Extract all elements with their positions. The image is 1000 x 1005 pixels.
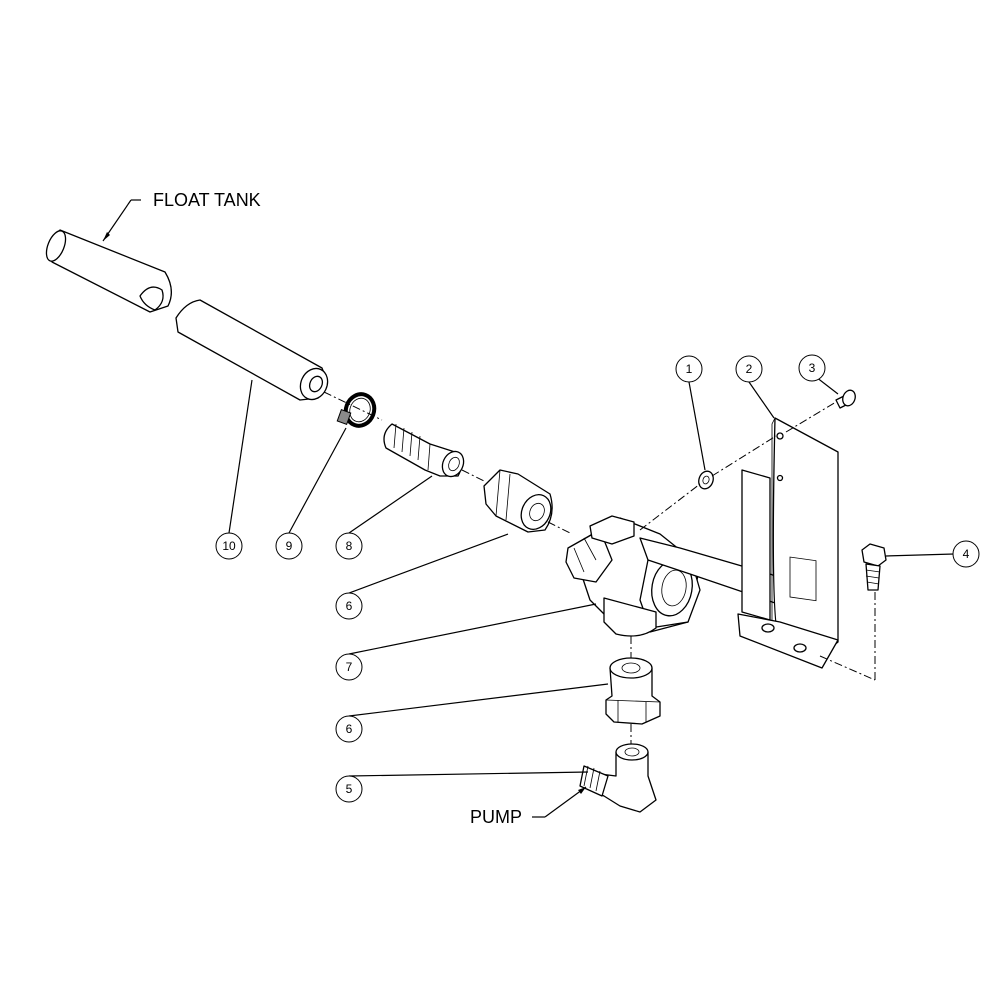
ball-valve-part-7 [565, 515, 805, 637]
balloon-1: 1 [675, 355, 703, 383]
screw-part-3 [835, 389, 856, 409]
float-tank-label: FLOAT TANK [153, 190, 261, 210]
balloon-3: 3 [798, 354, 826, 382]
center-lines [323, 391, 876, 744]
mounting-bracket-part-2 [737, 417, 839, 669]
balloon-10-number: 10 [222, 539, 236, 553]
balloon-6-upper: 6 [335, 592, 363, 620]
balloon-4-number: 4 [963, 547, 970, 561]
balloon-8-number: 8 [346, 539, 353, 553]
balloon-10: 10 [215, 532, 243, 560]
balloon-6-upper-number: 6 [346, 599, 353, 613]
bolt-part-4 [861, 543, 887, 591]
balloon-9: 9 [275, 532, 303, 560]
balloon-7-number: 7 [346, 660, 353, 674]
balloon-7: 7 [335, 653, 363, 681]
balloon-9-number: 9 [286, 539, 293, 553]
balloon-2-number: 2 [746, 362, 753, 376]
hose-part-10 [175, 299, 329, 401]
balloon-4: 4 [952, 540, 980, 568]
washer-part-1 [698, 470, 714, 490]
balloon-6-lower-number: 6 [346, 722, 353, 736]
balloon-3-number: 3 [809, 361, 816, 375]
balloon-2: 2 [735, 355, 763, 383]
hex-adapter-part-6-lower [605, 657, 661, 725]
hose-barb-part-8 [383, 423, 465, 478]
pump-label: PUMP [470, 807, 522, 827]
elbow-fitting-part-5 [579, 743, 657, 813]
balloon-5: 5 [335, 775, 363, 803]
float-tank-pipe [45, 229, 172, 313]
hex-adapter-part-6-upper [483, 469, 553, 533]
hose-clamp-part-9 [336, 392, 377, 428]
balloon-8: 8 [335, 532, 363, 560]
leader-lines [102, 199, 955, 818]
balloon-5-number: 5 [346, 782, 353, 796]
balloon-1-number: 1 [686, 362, 693, 376]
balloon-6-lower: 6 [335, 715, 363, 743]
